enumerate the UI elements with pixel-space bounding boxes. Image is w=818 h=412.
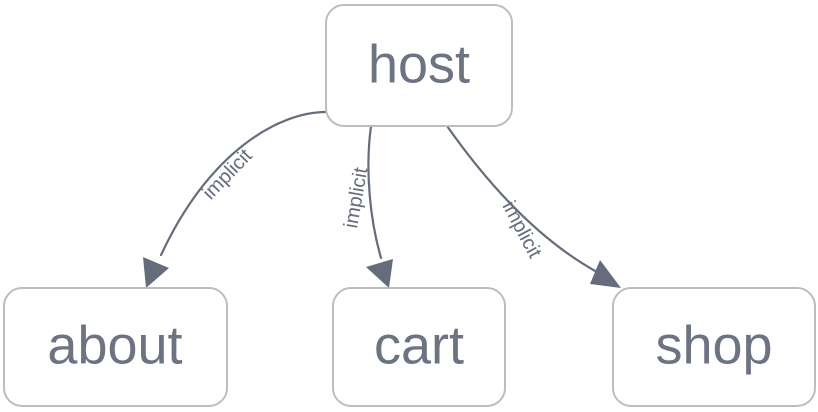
node-cart[interactable]: cart xyxy=(332,287,506,407)
node-host-label: host xyxy=(368,34,470,94)
edge-host-shop-path xyxy=(445,124,599,274)
node-host-box xyxy=(325,4,513,127)
edge-host-about[interactable]: implicit xyxy=(143,110,328,288)
edge-host-about-label: implicit xyxy=(198,145,257,205)
node-cart-label: cart xyxy=(374,315,464,375)
edge-host-shop[interactable]: implicit xyxy=(445,124,621,288)
node-shop-box xyxy=(612,287,816,407)
edge-host-cart[interactable]: implicit xyxy=(340,124,393,288)
node-about[interactable]: about xyxy=(3,287,228,407)
edge-host-cart-arrowhead xyxy=(366,259,393,288)
node-group: host about cart shop xyxy=(3,4,816,407)
node-about-box xyxy=(3,287,228,407)
edge-host-cart-path xyxy=(367,124,383,260)
edge-group: implicit implicit implicit xyxy=(143,110,621,288)
edge-host-about-path xyxy=(159,110,328,257)
node-shop-label: shop xyxy=(655,315,772,375)
node-about-label: about xyxy=(47,315,182,375)
node-host[interactable]: host xyxy=(325,4,513,127)
edge-host-cart-label: implicit xyxy=(340,165,372,229)
edge-host-shop-arrowhead xyxy=(590,260,621,288)
edge-host-about-arrowhead xyxy=(143,257,169,288)
node-cart-box xyxy=(332,287,506,407)
node-shop[interactable]: shop xyxy=(612,287,816,407)
